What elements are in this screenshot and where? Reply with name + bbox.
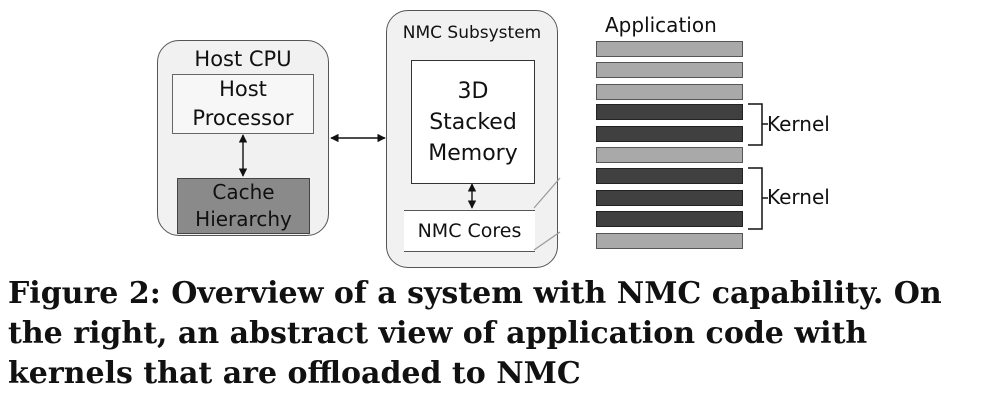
kernel-code-block (596, 190, 743, 206)
cache-hierarchy-box: Cache Hierarchy (177, 178, 310, 234)
application-code-block (596, 233, 743, 249)
kernel-code-block (596, 104, 743, 120)
application-code-block (596, 41, 743, 57)
kernel-label-1: Kernel (767, 112, 830, 136)
callout-line-lower (533, 231, 561, 251)
kernel-brace-1 (748, 103, 768, 146)
application-code-block (596, 62, 743, 78)
host-processor-box: Host Processor (172, 74, 314, 134)
nmc-subsystem-title: NMC Subsystem (402, 23, 542, 43)
host-cpu-box: Host CPU Host Processor Cache Hierarchy (157, 40, 329, 236)
callout-line-upper (533, 177, 561, 209)
kernel-brace-2 (748, 167, 768, 230)
figure-caption: Figure 2: Overview of a system with NMC … (8, 276, 942, 391)
kernel-code-block (596, 211, 743, 227)
application-title: Application (605, 13, 717, 37)
host-cpu-title: Host CPU (194, 47, 292, 71)
kernel-code-block (596, 126, 743, 142)
nmc-cores-box: NMC Cores (404, 210, 535, 252)
kernel-code-block (596, 168, 743, 184)
connector-lines (238, 103, 768, 251)
kernel-label-2: Kernel (767, 185, 830, 209)
application-code-block (596, 84, 743, 100)
system-diagram: Host CPU Host Processor Cache Hierarchy … (157, 10, 830, 268)
application-code-block (596, 147, 743, 163)
